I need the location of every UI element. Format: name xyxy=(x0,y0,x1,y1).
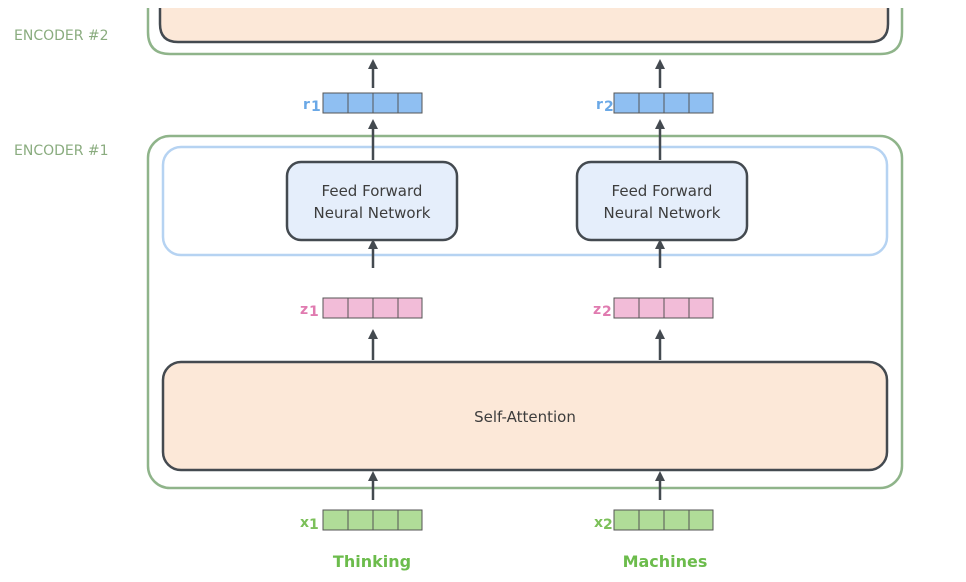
word-machines: Machines xyxy=(623,552,708,571)
r1-subscript: 1 xyxy=(311,99,321,115)
vector-z1: z 1 xyxy=(300,297,423,320)
z1-cell xyxy=(372,297,399,319)
x2-subscript: 2 xyxy=(603,517,613,533)
r2-subscript: 2 xyxy=(604,99,614,115)
vector-x1: x 1 xyxy=(300,509,423,533)
z2-cell xyxy=(613,297,640,319)
vector-x2: x 2 xyxy=(594,509,714,533)
r1-label: r xyxy=(303,97,310,113)
z2-cell xyxy=(663,297,690,319)
ffn-2-line1: Feed Forward xyxy=(612,182,713,200)
x1-cell xyxy=(372,509,399,531)
x2-cell xyxy=(638,509,665,531)
z1-cell xyxy=(347,297,374,319)
encoder-1: ENCODER #1 Feed Forward Neural Network F… xyxy=(14,134,904,490)
word-thinking: Thinking xyxy=(333,552,411,571)
ffn-box-1: Feed Forward Neural Network xyxy=(285,160,459,242)
z2-subscript: 2 xyxy=(602,304,612,320)
r2-label: r xyxy=(596,97,603,113)
x2-label: x xyxy=(594,515,603,531)
encoder-2-self-attention-box xyxy=(158,8,890,44)
r1-cell xyxy=(372,92,399,114)
r2-cell xyxy=(688,92,714,114)
x2-cell xyxy=(663,509,690,531)
ffn-box-2: Feed Forward Neural Network xyxy=(575,160,749,242)
r1-cell xyxy=(322,92,349,114)
x2-cell xyxy=(688,509,714,531)
z2-cell xyxy=(688,297,714,319)
r2-cell xyxy=(613,92,640,114)
encoder-1-label: ENCODER #1 xyxy=(14,143,109,159)
z1-cell xyxy=(322,297,349,319)
ffn-2-line2: Neural Network xyxy=(604,204,721,222)
r2-cell xyxy=(638,92,665,114)
vector-z2: z 2 xyxy=(593,297,714,320)
ffn-1-line2: Neural Network xyxy=(314,204,431,222)
arrows xyxy=(368,59,665,500)
z1-cell xyxy=(397,297,423,319)
self-attention-box: Self-Attention xyxy=(161,360,889,472)
encoder-2: ENCODER #2 xyxy=(14,8,904,56)
x1-label: x xyxy=(300,515,309,531)
r2-cell xyxy=(663,92,690,114)
encoder-2-label: ENCODER #2 xyxy=(14,28,109,44)
x1-cell xyxy=(347,509,374,531)
x1-subscript: 1 xyxy=(309,517,319,533)
self-attention-label: Self-Attention xyxy=(474,408,576,426)
x1-cell xyxy=(322,509,349,531)
x2-cell xyxy=(613,509,640,531)
z1-label: z xyxy=(300,302,308,318)
vector-r1: r 1 xyxy=(303,92,423,115)
x1-cell xyxy=(397,509,423,531)
ffn-1-line1: Feed Forward xyxy=(322,182,423,200)
ffn-layer-container xyxy=(161,145,889,257)
encoder-1-border xyxy=(146,134,904,490)
z1-subscript: 1 xyxy=(309,304,319,320)
r1-cell xyxy=(397,92,423,114)
z2-label: z xyxy=(593,302,601,318)
z2-cell xyxy=(638,297,665,319)
r1-cell xyxy=(347,92,374,114)
vector-r2: r 2 xyxy=(596,92,714,115)
